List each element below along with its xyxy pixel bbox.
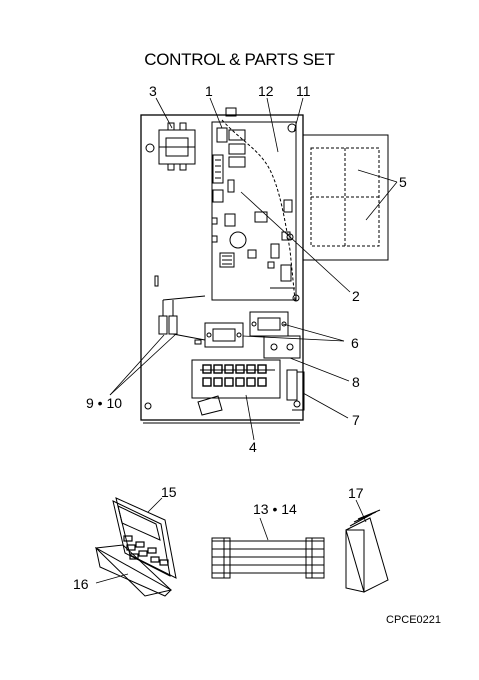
callout-2: 2 (352, 288, 360, 304)
cutaway-line (221, 119, 296, 301)
side-fan-unit (292, 134, 389, 302)
fuse-holder (154, 275, 206, 345)
remote-controller (94, 497, 177, 597)
transformer (158, 122, 196, 171)
callout-5: 5 (399, 174, 407, 190)
callout-13-14: 13 • 14 (253, 501, 297, 517)
callout-15: 15 (161, 484, 177, 500)
callout-16: 16 (73, 576, 89, 592)
callout-17: 17 (348, 485, 364, 501)
mounting-bracket (286, 369, 305, 411)
callout-8: 8 (352, 374, 360, 390)
callout-4: 4 (249, 439, 257, 455)
callout-12: 12 (258, 83, 274, 99)
relay-block (263, 335, 301, 359)
callout-6: 6 (351, 335, 359, 351)
leader-lines (109, 97, 398, 441)
diagram-title: CONTROL & PARTS SET (144, 50, 335, 69)
diagram-code: CPCE0221 (386, 614, 442, 626)
pcb-board (211, 121, 297, 301)
control-box (140, 107, 304, 424)
callout-7: 7 (352, 412, 360, 428)
wire-harness (211, 537, 325, 579)
noise-filters (204, 311, 289, 348)
manual-booklet (345, 509, 389, 593)
callout-9-10: 9 • 10 (86, 395, 122, 411)
callout-3: 3 (149, 83, 157, 99)
callout-1: 1 (205, 83, 213, 99)
callout-11: 11 (296, 83, 311, 99)
terminal-block (191, 359, 281, 416)
